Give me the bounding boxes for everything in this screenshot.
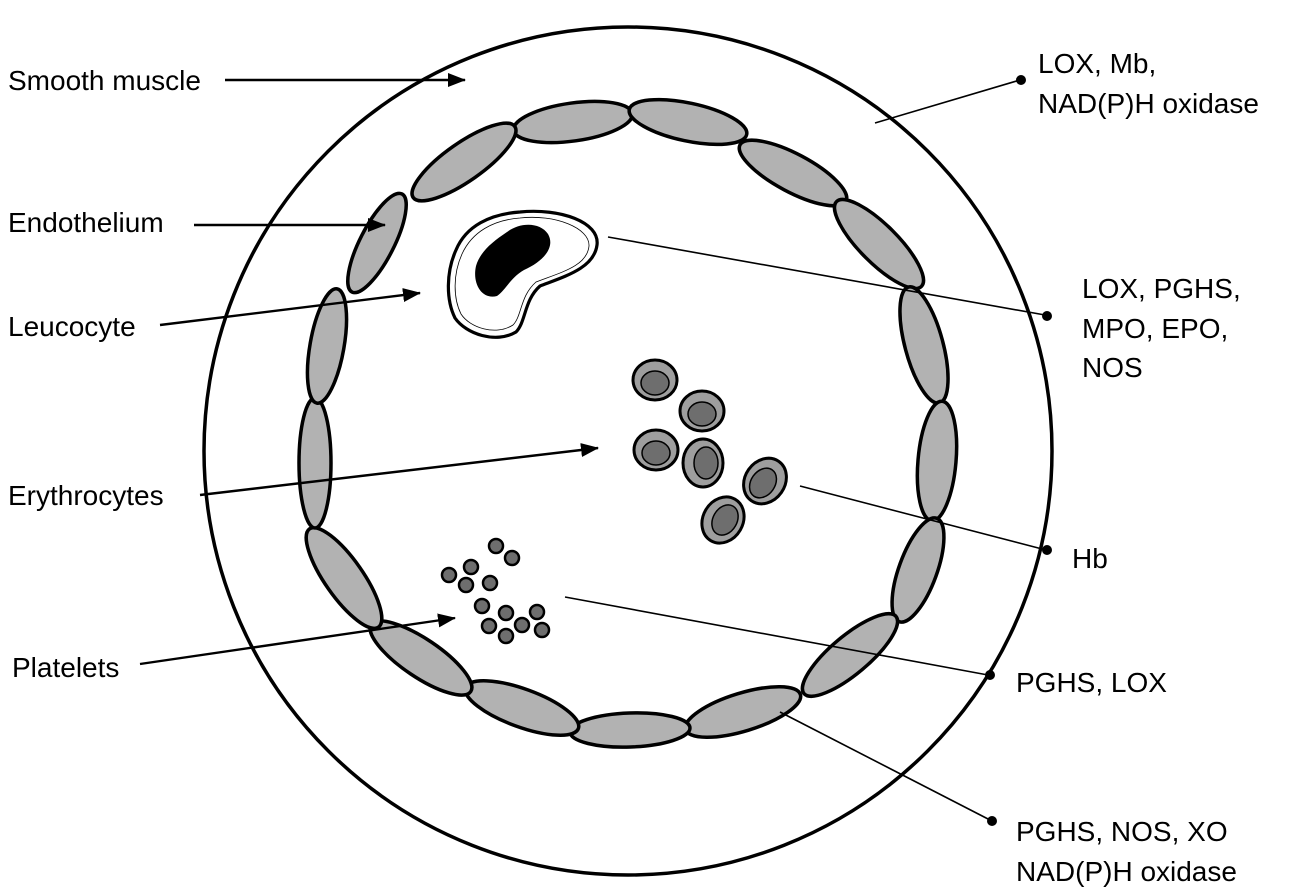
platelet bbox=[530, 605, 544, 619]
smooth-muscle-enzyme-line bbox=[875, 80, 1020, 123]
erythrocytes-enzyme-dot bbox=[1042, 545, 1052, 555]
erythrocyte bbox=[634, 430, 678, 470]
smooth-muscle-enzymes-line2: NAD(P)H oxidase bbox=[1038, 88, 1259, 119]
platelet bbox=[475, 599, 489, 613]
leucocyte-enzymes-line3: NOS bbox=[1082, 352, 1143, 383]
platelets-enzyme-dot bbox=[985, 670, 995, 680]
leucocyte-enzyme-dot bbox=[1042, 311, 1052, 321]
endothelium-enzymes-line1: PGHS, NOS, XO bbox=[1016, 816, 1228, 847]
platelet bbox=[482, 619, 496, 633]
endothelium-enzymes-line2: NAD(P)H oxidase bbox=[1016, 856, 1237, 887]
platelet bbox=[489, 539, 503, 553]
erythrocyte bbox=[680, 391, 724, 431]
smooth-muscle-enzyme-dot bbox=[1016, 75, 1026, 85]
platelets-enzymes: PGHS, LOX bbox=[1016, 667, 1167, 698]
erythrocyte bbox=[683, 439, 723, 487]
platelet bbox=[499, 606, 513, 620]
platelet bbox=[499, 629, 513, 643]
erythrocytes-enzymes: Hb bbox=[1072, 543, 1108, 574]
platelet bbox=[464, 560, 478, 574]
label-erythrocytes: Erythrocytes bbox=[8, 480, 164, 511]
label-platelets: Platelets bbox=[12, 652, 119, 683]
platelet bbox=[515, 618, 529, 632]
label-smooth-muscle: Smooth muscle bbox=[8, 65, 201, 96]
platelet bbox=[505, 551, 519, 565]
endothelium-enzyme-dot bbox=[987, 816, 997, 826]
platelet bbox=[483, 576, 497, 590]
platelet bbox=[442, 568, 456, 582]
label-leucocyte: Leucocyte bbox=[8, 311, 136, 342]
smooth-muscle-enzymes-line1: LOX, Mb, bbox=[1038, 48, 1156, 79]
label-endothelium: Endothelium bbox=[8, 207, 164, 238]
platelet bbox=[459, 578, 473, 592]
erythrocyte bbox=[633, 360, 677, 400]
leucocyte-enzymes-line2: MPO, EPO, bbox=[1082, 313, 1228, 344]
endothelial-cell bbox=[299, 398, 331, 528]
leucocyte-enzymes-line1: LOX, PGHS, bbox=[1082, 273, 1241, 304]
platelet bbox=[535, 623, 549, 637]
